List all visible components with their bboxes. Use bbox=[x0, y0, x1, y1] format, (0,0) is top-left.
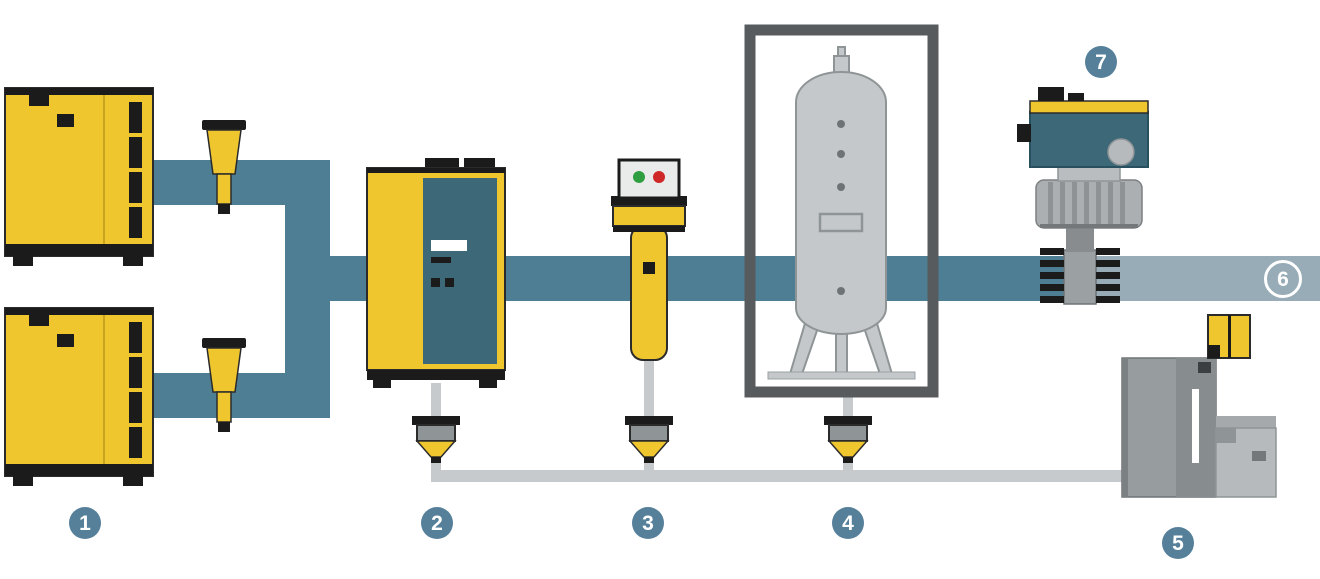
tank-frame bbox=[744, 24, 939, 398]
condensate-pipes bbox=[431, 355, 1140, 482]
red-indicator-light bbox=[653, 171, 665, 183]
shut-off-valve-actuator bbox=[1017, 87, 1149, 305]
condensate-treatment-unit bbox=[1121, 314, 1277, 498]
condensate-drain-receiver bbox=[823, 415, 873, 464]
compressor-lower bbox=[4, 307, 154, 487]
badge-filter: 3 bbox=[632, 507, 664, 539]
green-indicator-light bbox=[633, 171, 645, 183]
valve-knob bbox=[1107, 138, 1135, 166]
condensate-drain-filter bbox=[624, 415, 674, 464]
condensate-drain-dryer bbox=[411, 415, 461, 464]
badge-receiver: 4 bbox=[832, 507, 864, 539]
compressor-upper bbox=[4, 87, 154, 267]
air-receiver-tank bbox=[744, 24, 939, 398]
badge-compressors: 1 bbox=[69, 507, 101, 539]
compressed-air-filter bbox=[611, 158, 687, 361]
filter-indicator-box bbox=[617, 158, 681, 200]
badge-condensate-unit: 5 bbox=[1162, 527, 1194, 559]
left-flange bbox=[1040, 248, 1064, 303]
badge-valve: 7 bbox=[1085, 46, 1117, 78]
pressure-vessel bbox=[795, 71, 887, 335]
right-flange bbox=[1096, 248, 1120, 303]
badge-main-pipe: 6 bbox=[1264, 260, 1302, 298]
badge-dryer: 2 bbox=[421, 507, 453, 539]
refrigeration-dryer bbox=[366, 158, 506, 388]
